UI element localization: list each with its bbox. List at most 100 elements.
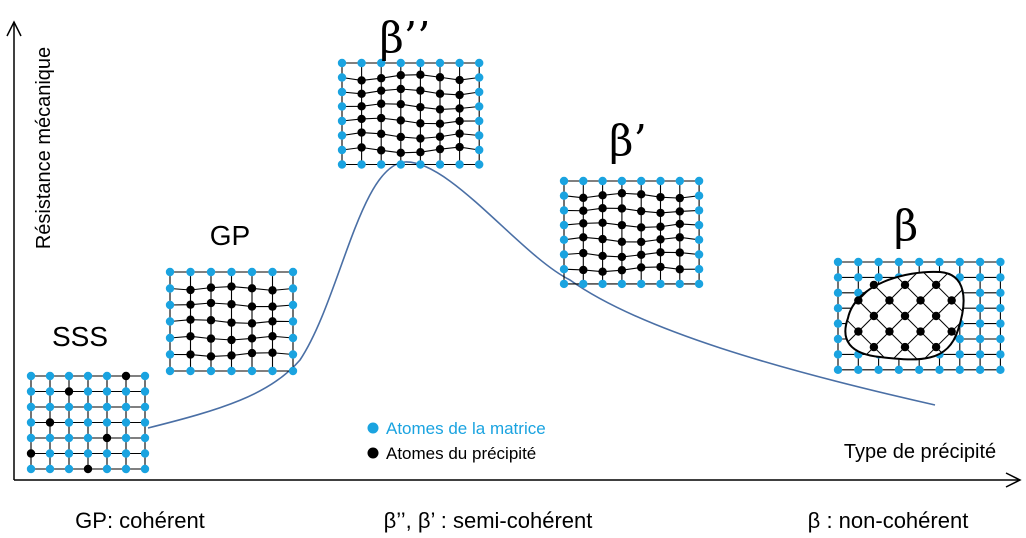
precipitate-atom (396, 84, 405, 94)
matrix-atom (675, 279, 684, 289)
precipitate-atom (396, 116, 405, 125)
matrix-atom (64, 449, 74, 458)
precipitate-atom (885, 296, 894, 305)
y-axis-label: Résistance mécanique (33, 47, 55, 249)
matrix-atom (337, 160, 347, 169)
matrix-atom (833, 257, 843, 267)
matrix-atom (227, 267, 236, 277)
matrix-atom (26, 464, 36, 474)
precipitate-atom (931, 311, 941, 321)
matrix-atom (83, 387, 93, 396)
matrix-atom (656, 176, 665, 186)
matrix-atom (694, 235, 704, 244)
precipitate-atom (186, 350, 195, 359)
precipitate-atom (854, 296, 863, 305)
matrix-atom (455, 160, 464, 169)
caption-semi-coherent: β’’, β’ : semi-cohérent (384, 508, 593, 533)
precipitate-atom (617, 204, 627, 213)
precipitate-atom (83, 464, 93, 474)
x-axis-label: Type de précipité (844, 441, 996, 463)
matrix-atom (559, 191, 569, 200)
matrix-atom (165, 300, 175, 310)
matrix-atom (833, 273, 843, 282)
precipitate-atom (579, 219, 588, 228)
precipitate-atom (656, 192, 665, 202)
matrix-atom (559, 250, 569, 259)
lattice-sss (26, 371, 150, 474)
matrix-atom (247, 267, 257, 277)
matrix-atom (915, 365, 924, 374)
precipitate-atom (206, 316, 216, 325)
precipitate-atom (247, 348, 257, 358)
precipitate-atom (598, 267, 607, 276)
matrix-atom (833, 288, 843, 297)
axes (6, 20, 1022, 488)
precipitate-atom (455, 104, 464, 113)
matrix-atom (288, 317, 298, 326)
matrix-atom (475, 87, 484, 97)
matrix-atom (435, 58, 445, 68)
matrix-atom (64, 402, 74, 412)
matrix-atom (268, 366, 277, 376)
precipitate-atom (268, 348, 277, 357)
precipitate-atom (617, 252, 627, 262)
matrix-atom (996, 288, 1005, 297)
matrix-atom (165, 267, 175, 277)
matrix-atom (915, 257, 924, 267)
precipitate-atom (186, 285, 195, 295)
matrix-atom (694, 220, 704, 230)
matrix-atom (656, 279, 665, 289)
matrix-atom (475, 73, 484, 82)
precipitate-atom (455, 142, 464, 152)
matrix-atom (617, 279, 627, 289)
matrix-atom (140, 449, 150, 458)
lattice-beta (833, 257, 1005, 374)
matrix-atom (26, 433, 36, 443)
matrix-atom (165, 333, 175, 343)
matrix-atom (996, 334, 1005, 344)
matrix-atom (337, 131, 347, 140)
matrix-atom (559, 176, 569, 186)
precipitate-atom (186, 315, 195, 324)
precipitate-atom (227, 351, 236, 360)
matrix-atom (833, 319, 843, 328)
matrix-atom (45, 464, 55, 474)
matrix-atom (26, 371, 36, 381)
precipitate-atom (64, 387, 74, 396)
matrix-atom (975, 304, 985, 313)
matrix-atom (874, 365, 883, 374)
matrix-atom (416, 160, 425, 169)
matrix-atom (64, 433, 74, 443)
precipitate-atom (869, 280, 879, 290)
lattice-gp (165, 267, 298, 376)
matrix-atom (165, 284, 175, 293)
matrix-atom (268, 267, 277, 277)
precipitate-atom (357, 102, 366, 111)
precipitate-atom (396, 148, 405, 158)
matrix-atom (45, 371, 55, 381)
precipitate-atom (900, 342, 910, 352)
precipitate-atom (455, 116, 464, 126)
precipitate-atom (637, 250, 646, 260)
precipitate-atom (637, 263, 646, 272)
precipitate-atom (435, 89, 445, 98)
matrix-atom (559, 206, 569, 215)
matrix-atom (206, 366, 216, 376)
legend: Atomes de la matrice Atomes du précipité (367, 419, 546, 463)
matrix-atom (186, 366, 195, 376)
precipitate-atom (396, 132, 405, 142)
matrix-atom (637, 176, 646, 186)
precipitate-atom (206, 334, 216, 343)
matrix-atom (833, 304, 843, 313)
matrix-atom (996, 304, 1005, 313)
precipitate-atom (656, 208, 665, 218)
precipitate-atom (416, 119, 425, 128)
precipitate-atom (656, 248, 665, 257)
matrix-atom (854, 365, 863, 374)
precipitate-atom (598, 191, 607, 200)
matrix-atom (955, 350, 964, 359)
strength-curve (147, 161, 936, 429)
matrix-atom (102, 402, 112, 412)
matrix-atom (694, 265, 704, 274)
precipitate-atom (206, 352, 216, 361)
